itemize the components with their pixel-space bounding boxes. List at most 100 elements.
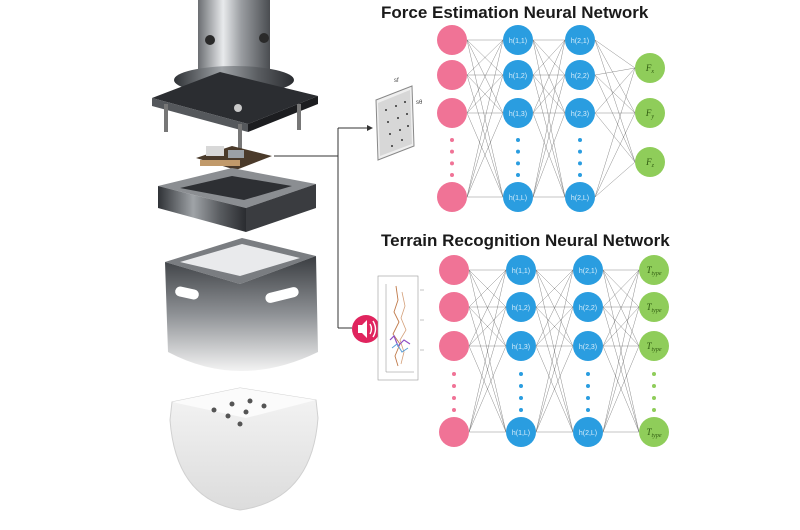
input-node bbox=[439, 331, 469, 361]
ellipsis-dot bbox=[519, 396, 523, 400]
plate-screw-icon bbox=[234, 104, 242, 112]
hidden-node-layer2 bbox=[565, 182, 595, 212]
network-edge bbox=[535, 269, 574, 308]
sensor-hole bbox=[243, 409, 249, 415]
output-node bbox=[639, 331, 669, 361]
ellipsis-dot bbox=[519, 384, 523, 388]
ellipsis-dot bbox=[578, 173, 582, 177]
ellipsis-dot bbox=[452, 384, 456, 388]
ellipsis-dot bbox=[586, 372, 590, 376]
hidden-node-layer1 bbox=[506, 331, 536, 361]
sensor-image-label: sθ bbox=[416, 100, 423, 106]
hidden-node-layer1 bbox=[503, 25, 533, 55]
standoff-rod bbox=[164, 104, 168, 132]
hidden-node-layer1 bbox=[503, 60, 533, 90]
ellipsis-dot bbox=[516, 161, 520, 166]
network-edge bbox=[532, 112, 566, 198]
ellipsis-dot bbox=[452, 408, 456, 412]
hidden-node-layer2 bbox=[573, 417, 603, 447]
network-edge bbox=[468, 269, 507, 347]
sensor-hole bbox=[211, 407, 217, 413]
hidden-node-layer2-label: h(2,L) bbox=[579, 430, 597, 437]
network-edge bbox=[468, 269, 507, 433]
output-node bbox=[639, 292, 669, 322]
sensor-image-label: sf bbox=[394, 78, 399, 84]
sensor-hole bbox=[237, 421, 243, 427]
sensor-hole bbox=[229, 401, 235, 407]
hidden-node-layer1 bbox=[506, 417, 536, 447]
hidden-node-layer2 bbox=[565, 98, 595, 128]
foot-pad-dome bbox=[169, 387, 319, 511]
ellipsis-dot bbox=[652, 408, 656, 412]
middle-frame-side bbox=[158, 186, 246, 232]
network-edge bbox=[594, 39, 636, 114]
network-edge bbox=[602, 306, 640, 347]
hidden-node-layer1-label: h(1,3) bbox=[509, 111, 527, 118]
hidden-node-layer2-label: h(2,L) bbox=[571, 195, 589, 202]
input-node bbox=[439, 292, 469, 322]
network-edge bbox=[532, 39, 566, 198]
ellipsis-dot bbox=[452, 396, 456, 400]
network-edge bbox=[535, 269, 574, 433]
network-edge bbox=[594, 74, 636, 114]
ellipsis-dot bbox=[450, 173, 454, 177]
ellipsis-dot bbox=[652, 372, 656, 376]
network-edge bbox=[532, 74, 566, 114]
network-edge bbox=[466, 39, 504, 198]
network-edge bbox=[532, 39, 566, 114]
hidden-node-layer2 bbox=[565, 60, 595, 90]
network-edge bbox=[468, 345, 507, 433]
hidden-node-layer2-label: h(2,2) bbox=[571, 73, 589, 80]
network-edge bbox=[468, 269, 507, 308]
network-edge bbox=[602, 306, 640, 433]
hidden-node-layer2 bbox=[573, 292, 603, 322]
hidden-node-layer2 bbox=[573, 331, 603, 361]
terrain-network-title: Terrain Recognition Neural Network bbox=[381, 231, 670, 250]
lower-housing-body bbox=[165, 256, 318, 371]
network-edge bbox=[594, 161, 636, 198]
hidden-node-layer1 bbox=[503, 182, 533, 212]
network-edge bbox=[468, 306, 507, 433]
network-edge bbox=[535, 306, 574, 347]
network-edge bbox=[532, 74, 566, 198]
hidden-node-layer1-label: h(1,1) bbox=[512, 268, 530, 275]
output-node bbox=[635, 98, 665, 128]
network-edge bbox=[602, 269, 640, 308]
output-node bbox=[635, 147, 665, 177]
hidden-node-layer1-label: h(1,2) bbox=[509, 73, 527, 80]
hidden-node-layer2 bbox=[573, 255, 603, 285]
ellipsis-dot bbox=[586, 384, 590, 388]
ellipsis-dot bbox=[586, 396, 590, 400]
ellipsis-dot bbox=[519, 408, 523, 412]
standoff-rod bbox=[297, 104, 301, 130]
hidden-node-layer2 bbox=[565, 25, 595, 55]
hidden-node-layer1-label: h(1,3) bbox=[512, 344, 530, 351]
ellipsis-dot bbox=[450, 149, 454, 154]
input-node bbox=[437, 25, 467, 55]
network-edge bbox=[594, 39, 636, 163]
hidden-node-layer1 bbox=[503, 98, 533, 128]
network-edge bbox=[466, 74, 504, 198]
hidden-node-layer2-label: h(2,3) bbox=[579, 344, 597, 351]
input-node bbox=[437, 98, 467, 128]
sensor-hole bbox=[247, 398, 253, 404]
network-edge bbox=[602, 269, 640, 347]
ellipsis-dot bbox=[450, 138, 454, 142]
sensor-hole bbox=[261, 403, 267, 409]
ellipsis-dot bbox=[516, 138, 520, 142]
network-edge bbox=[535, 269, 574, 347]
sensor-image-icon: sf sθ bbox=[375, 78, 423, 161]
network-edge bbox=[532, 39, 566, 76]
input-node bbox=[439, 255, 469, 285]
connector-lines bbox=[274, 125, 373, 329]
hidden-node-layer1-label: h(1,2) bbox=[512, 305, 530, 312]
hidden-node-layer1 bbox=[506, 255, 536, 285]
hidden-node-layer2-label: h(2,2) bbox=[579, 305, 597, 312]
robot-foot-illustration bbox=[152, 0, 319, 511]
output-node-label: Fx bbox=[645, 63, 655, 75]
network-edge bbox=[466, 39, 504, 114]
force-network-title: Force Estimation Neural Network bbox=[381, 3, 649, 22]
sensor-hole bbox=[225, 413, 231, 419]
input-node bbox=[437, 182, 467, 212]
network-edge bbox=[594, 74, 636, 163]
